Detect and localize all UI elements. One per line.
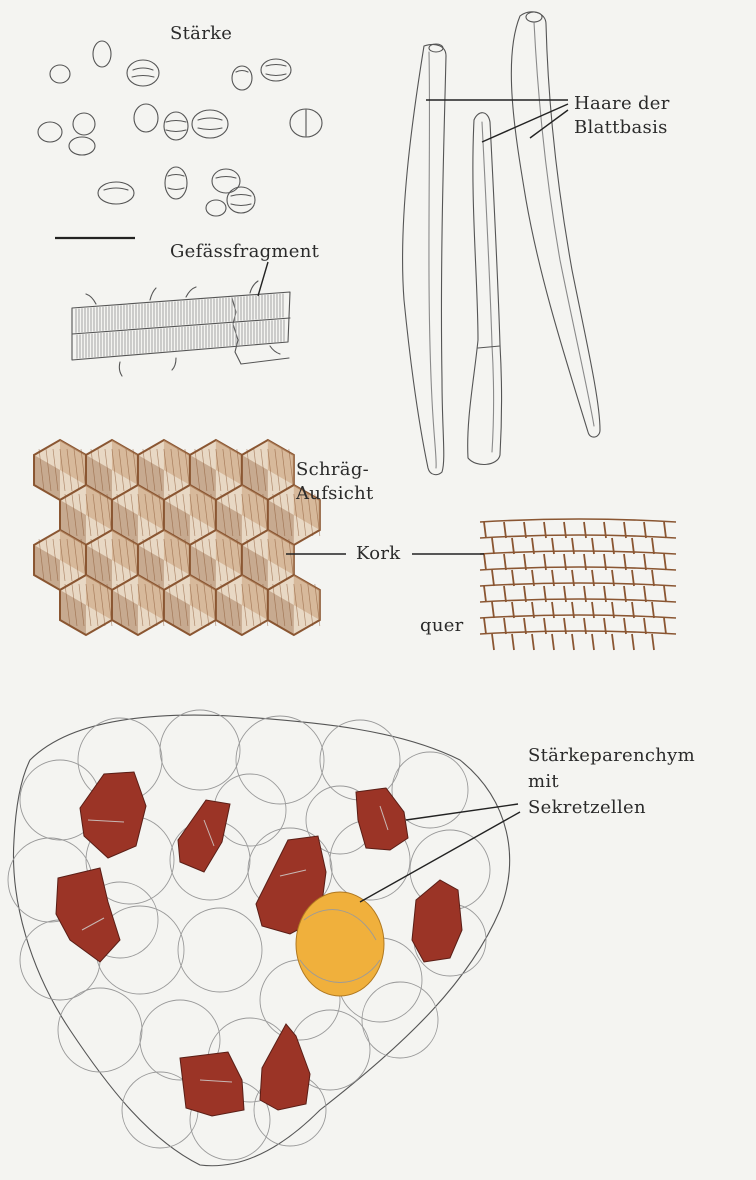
hairs-label-line1: Haare der: [574, 92, 670, 116]
transverse-label: quer: [420, 614, 464, 638]
vessel-fragment-label: Gefässfragment: [170, 240, 319, 264]
oblique-label-line1: Schräg-: [296, 458, 369, 482]
vessel-fragment: [72, 262, 290, 376]
oblique-label-line2: Aufsicht: [296, 482, 374, 506]
parenchyma-label-line1: Stärkeparenchym: [528, 744, 695, 768]
starch-label: Stärke: [170, 22, 232, 46]
oil-cell: [296, 892, 384, 996]
parenchyma-label-line3: Sekretzellen: [528, 796, 646, 820]
cork-label: Kork: [356, 542, 401, 566]
cork-transverse-view: [480, 519, 676, 650]
cork-oblique-view: [34, 440, 320, 635]
starch-parenchyma: [8, 710, 510, 1166]
hairs-label-line2: Blattbasis: [574, 116, 668, 140]
starch-grains: [38, 41, 322, 216]
parenchyma-label-line2: mit: [528, 770, 559, 794]
leaf-base-hairs: [403, 12, 600, 475]
